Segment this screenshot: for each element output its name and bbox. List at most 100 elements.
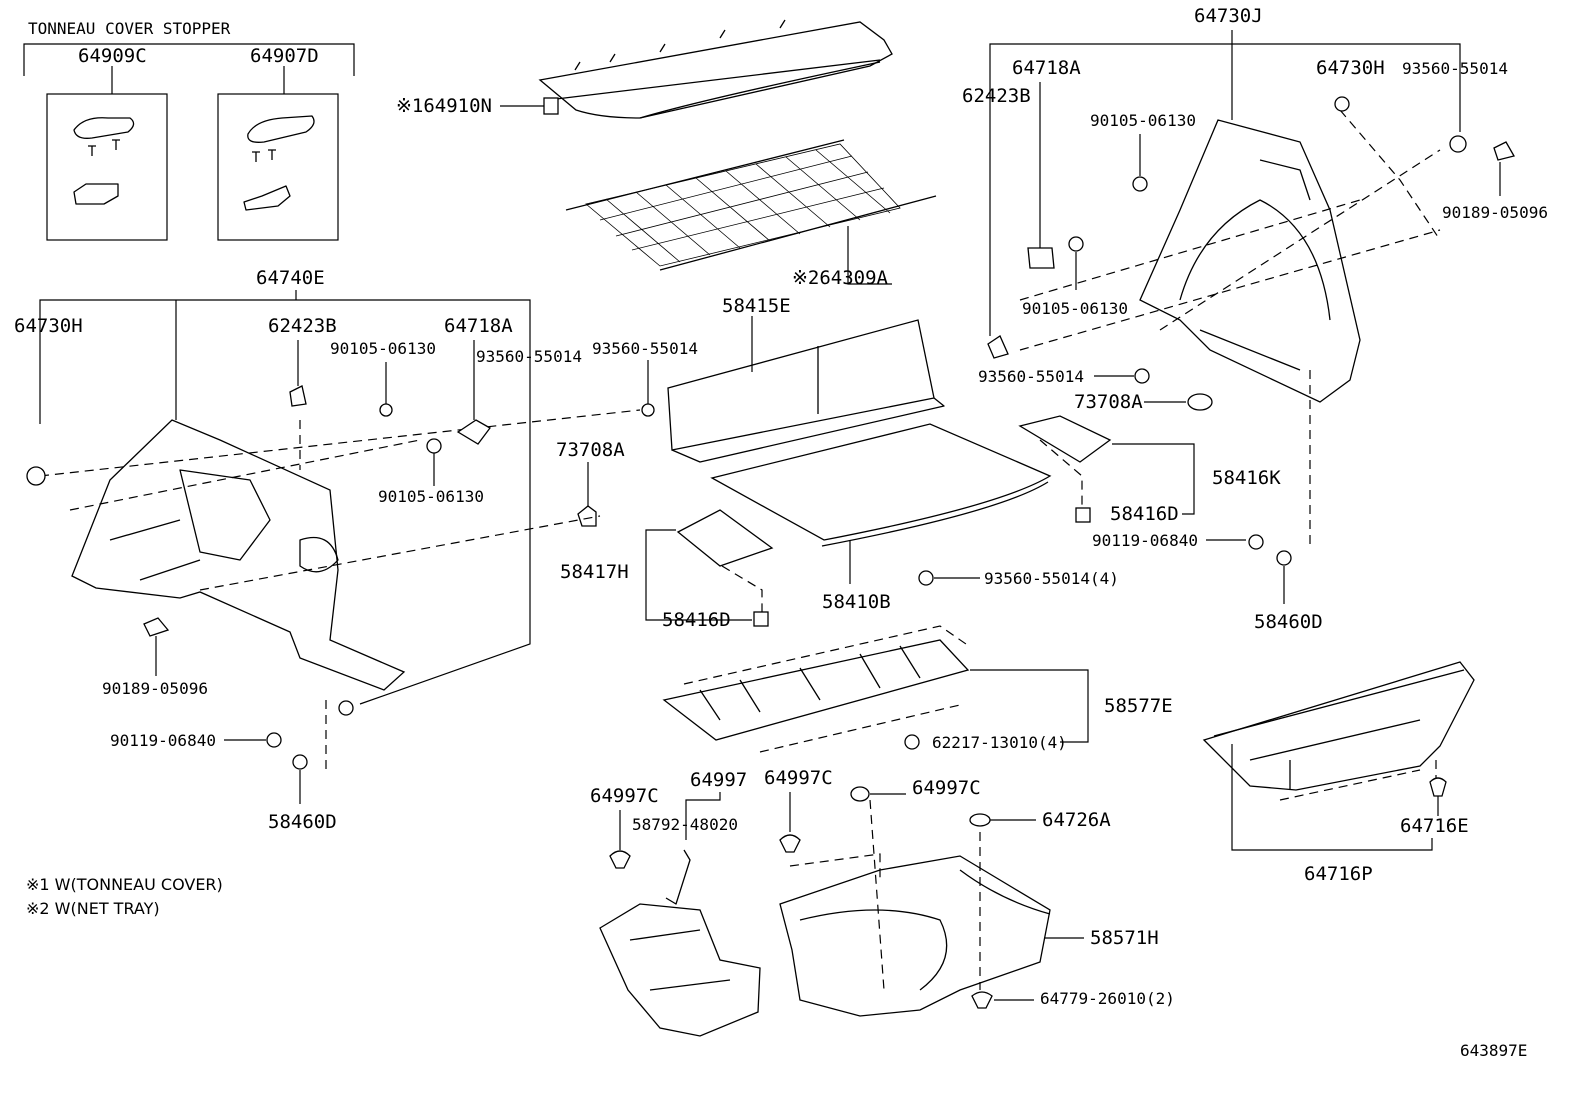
sill-label: 64716P xyxy=(1304,863,1373,885)
bottom-clip-e-label: 64779-26010(2) xyxy=(1040,989,1175,1008)
box-main-label: 64997 xyxy=(690,769,747,791)
sill-leader xyxy=(1231,744,1433,851)
storage-box-details xyxy=(629,929,731,991)
left-assembly-group: 64740E 64730H 62423B 90105-06130 64718A … xyxy=(14,267,641,833)
reference-code: 643897E xyxy=(1460,1041,1527,1060)
sill-body xyxy=(1202,661,1475,791)
left-item-e-label: 93560-55014 xyxy=(476,347,582,366)
tray-clip-label: 62217-13010(4) xyxy=(932,733,1067,752)
net-mesh xyxy=(599,149,891,263)
tray-body xyxy=(662,639,970,741)
right-item-d-label: 62423B xyxy=(962,85,1031,107)
left-item-h-label: 90119-06840 xyxy=(110,731,216,750)
net-upper-bar xyxy=(565,139,845,211)
left-item-i-label: 58460D xyxy=(268,811,337,833)
clip-left-lower-icon xyxy=(753,611,769,627)
sill-details xyxy=(1213,669,1465,790)
right-item-h-icon xyxy=(1134,368,1150,384)
side-cover-left-label: 58417H xyxy=(560,561,629,583)
clip-left-lower-label: 58416D xyxy=(662,609,731,631)
left-item-c-label: 90105-06130 xyxy=(330,339,436,358)
lower-board xyxy=(710,423,1052,541)
note-2: ※2 W(NET TRAY) xyxy=(26,899,160,918)
right-main-label: 64730J xyxy=(1194,5,1263,27)
left-item-g-icon xyxy=(143,617,170,637)
right-item-e-icon xyxy=(1132,176,1148,192)
deck-board-details xyxy=(799,869,1051,991)
left-bolt-icon xyxy=(338,700,354,716)
bottom-clip-a-icon xyxy=(609,850,631,869)
stopper-left-screws xyxy=(88,139,120,156)
right-main-bracket xyxy=(989,43,1461,336)
right-side-cover xyxy=(1018,415,1112,463)
stopper-left-piece xyxy=(73,117,135,139)
right-item-h-label: 93560-55014 xyxy=(978,367,1084,386)
right-item-k-label: 58416D xyxy=(1110,503,1179,525)
storage-box-body xyxy=(599,903,761,1037)
tonneau-cover-body xyxy=(538,21,893,119)
stopper-left-plate xyxy=(73,183,119,205)
right-item-f-icon xyxy=(1493,141,1515,161)
hook-label: 58792-48020 xyxy=(632,815,738,834)
right-item-m-icon xyxy=(1276,550,1292,566)
notes-group: ※1 W(TONNEAU COVER) ※2 W(NET TRAY) 64389… xyxy=(26,875,1527,1060)
tray-dash xyxy=(683,625,967,753)
right-item-b-label: 64730H xyxy=(1316,57,1385,79)
tray-group: 58577E 62217-13010(4) xyxy=(662,625,1173,753)
right-item-a-label: 64718A xyxy=(1012,57,1081,79)
bottom-clip-d-label: 64726A xyxy=(1042,809,1111,831)
deck-board-dash xyxy=(789,799,981,991)
right-item-e-label: 90105-06130 xyxy=(1090,111,1196,130)
right-item-a-icon xyxy=(1027,247,1055,269)
right-item-k-icon xyxy=(1075,507,1091,523)
right-item-i-label: 73708A xyxy=(1074,391,1143,413)
left-item-b-label: 62423B xyxy=(268,315,337,337)
right-item-c-icon xyxy=(1449,135,1467,153)
stopper-title: TONNEAU COVER STOPPER xyxy=(28,19,231,38)
net-tray-group: ※264309A xyxy=(565,139,937,289)
right-assembly-group: 64730J 64718A 64730H 93560-55014 62423B … xyxy=(962,5,1548,633)
center-fasteners: 93560-55014 73708A 58417H 58416D 93560-5… xyxy=(556,339,1119,631)
center-bolt-top-label: 93560-55014 xyxy=(592,339,698,358)
tray-leader xyxy=(970,669,1089,743)
right-item-m-label: 58460D xyxy=(1254,611,1323,633)
center-clip-left-label: 73708A xyxy=(556,439,625,461)
bolt-group-label: 93560-55014(4) xyxy=(984,569,1119,588)
right-item-b-icon xyxy=(1334,96,1350,112)
deck-board-label: 58571H xyxy=(1090,927,1159,949)
center-clip-left-icon xyxy=(577,505,597,527)
bottom-clip-c-label: 64997C xyxy=(912,777,981,799)
bottom-clip-e-icon xyxy=(971,991,993,1009)
left-item-d-label: 64718A xyxy=(444,315,513,337)
stopper-left-box xyxy=(46,93,168,241)
left-item-a-icon xyxy=(26,466,46,486)
net-outline xyxy=(585,143,901,267)
right-item-j-leader xyxy=(1112,443,1195,515)
sill-clip-label: 64716E xyxy=(1400,815,1469,837)
right-item-g-icon xyxy=(1068,236,1084,252)
left-main-bracket xyxy=(39,299,531,705)
side-cover-left-leader xyxy=(645,529,752,621)
sill-dash xyxy=(1279,760,1437,801)
left-item-a-label: 64730H xyxy=(14,315,83,337)
deck-board-body xyxy=(779,855,1051,1017)
lower-board-edge xyxy=(821,481,1049,547)
stopper-right-plate xyxy=(243,185,291,211)
left-item-f-icon xyxy=(426,438,442,454)
left-item-d-icon xyxy=(456,419,491,445)
bottom-clip-c-icon xyxy=(850,786,870,802)
left-trim-details xyxy=(109,469,339,581)
bottom-group: 64997C 64997 58792-48020 64997C 64997C 6… xyxy=(590,661,1475,1037)
hook-icon xyxy=(665,849,691,905)
right-item-l-icon xyxy=(1248,534,1264,550)
upper-board xyxy=(667,319,935,451)
upper-board-fold xyxy=(671,346,945,463)
right-item-d-icon xyxy=(987,335,1009,359)
stopper-right-box xyxy=(217,93,339,241)
bolt-group-icon xyxy=(918,570,934,586)
tray-label: 58577E xyxy=(1104,695,1173,717)
right-assembly-dash xyxy=(1019,109,1441,550)
left-quarter-trim xyxy=(71,419,406,691)
left-item-i-icon xyxy=(292,754,308,770)
